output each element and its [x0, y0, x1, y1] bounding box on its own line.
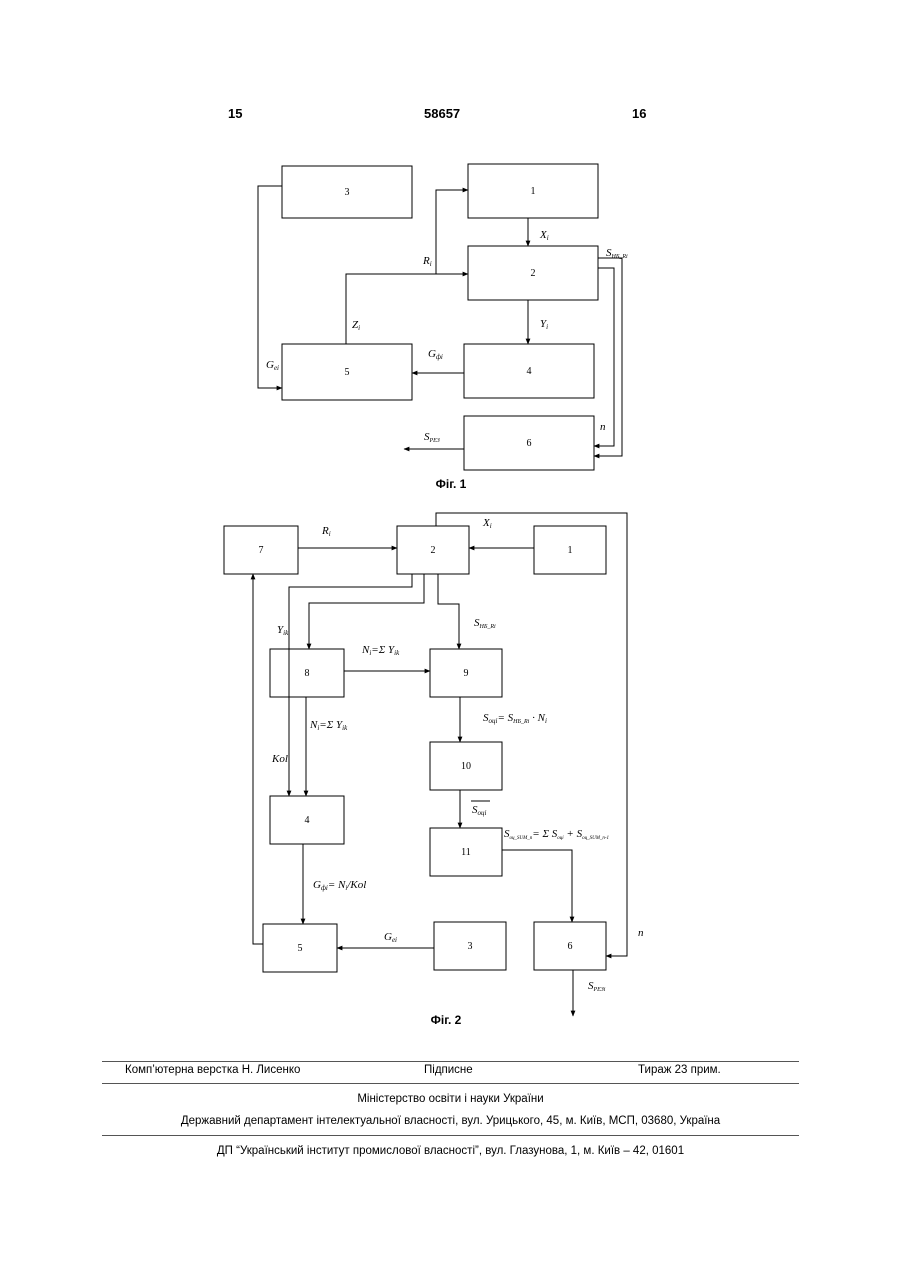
footer-rule-top: [102, 1061, 799, 1062]
fig2-block-7-label: 7: [259, 545, 264, 556]
fig2-label-g-e: Gei: [384, 931, 397, 944]
fig2-label-n-left: Ni=Σ Yik: [309, 719, 348, 732]
fig1-label-g-phi: Gфi: [428, 348, 443, 361]
fig2-label-n-top: Ni=Σ Yik: [361, 644, 400, 657]
fig2-arrow-2-to-9: [438, 574, 459, 649]
footer-ministry: Міністерство освіти і науки України: [0, 1093, 901, 1105]
fig1-label-n: n: [600, 421, 606, 433]
footer-rule-middle: [102, 1083, 799, 1084]
fig1-label-z: Zi: [352, 319, 360, 332]
footer-circulation: Тираж 23 прим.: [638, 1064, 721, 1076]
fig2-arrow-11-to-6: [502, 850, 572, 922]
fig1-arrow-5-to-1: [436, 190, 468, 274]
fig2-block-10-label: 10: [461, 761, 471, 772]
fig2-label-s-nb: SНБ_Ri: [474, 617, 496, 630]
fig1-label-r: Ri: [422, 255, 432, 268]
footer-composer: Комп’ютерна верстка Н. Лисенко: [125, 1064, 300, 1076]
fig2-label-x: Xi: [482, 517, 492, 530]
fig2-arrow-2-to-6-n: [436, 513, 627, 956]
fig1-label-s-nb: SНБ_Ri: [606, 247, 628, 260]
fig2-label-s-oc: Sоці= SНБ_Ri · Ni: [483, 712, 547, 725]
footer-rule-bottom: [102, 1135, 799, 1136]
fig2-arrow-2-to-8: [309, 574, 424, 649]
fig2-block-5-label: 5: [298, 943, 303, 954]
fig2-block-2-label: 2: [431, 545, 436, 556]
fig2-block-9-label: 9: [464, 668, 469, 679]
fig2-block-6-label: 6: [568, 941, 573, 952]
fig2-label-s-sum: Sоц_SUM_n= Σ Sоці + Sоц_SUM_n-1: [504, 828, 609, 841]
fig2-block-4-label: 4: [305, 815, 310, 826]
fig2-block-3-label: 3: [468, 941, 473, 952]
fig1-label-s-rez: SРЕЗ: [424, 431, 440, 444]
fig1-caption: Фіг. 1: [436, 477, 467, 491]
fig2-block-1-label: 1: [568, 545, 573, 556]
fig1-block-6-label: 6: [527, 438, 532, 449]
footer-institute: ДП “Український інститут промислової вла…: [0, 1145, 901, 1157]
fig2-label-s-rez: SРЕЗі: [588, 980, 606, 993]
footer-department: Державний департамент інтелектуальної вл…: [0, 1115, 901, 1127]
figure-2: 7 2 1 8 9 10 4 11 5 3 6: [224, 513, 644, 1027]
footer-signed: Підписне: [424, 1064, 473, 1076]
fig2-arrow-5-to-7: [253, 574, 263, 944]
fig1-label-g-e: Gei: [266, 359, 279, 372]
fig2-block-11-label: 11: [461, 847, 471, 858]
fig1-block-3-label: 3: [345, 187, 350, 198]
fig2-label-s-oc-bar: Sоці: [472, 804, 487, 817]
fig2-label-g-phi: Gфi= Ni/Kol: [313, 879, 366, 892]
fig1-label-x: Xi: [539, 229, 549, 242]
fig1-label-y: Yi: [540, 318, 548, 331]
fig2-caption: Фіг. 2: [431, 1013, 462, 1027]
figure-1: 3 1 2 5 4 6 Xi Ri Yi Zi Gфi Gei SНБ_Ri n…: [258, 164, 628, 491]
fig2-label-kol: Kol: [271, 753, 288, 765]
fig1-arrow-5-to-2: [346, 274, 468, 344]
fig1-block-4-label: 4: [527, 366, 532, 377]
fig2-label-r: Ri: [321, 525, 331, 538]
fig1-block-2-label: 2: [531, 268, 536, 279]
fig2-arrow-2-to-4: [289, 574, 412, 796]
fig1-block-5-label: 5: [345, 367, 350, 378]
fig2-label-y: Yik: [277, 624, 289, 637]
fig1-arrow-n-to-6: [594, 268, 614, 446]
fig2-label-n: n: [638, 927, 644, 939]
fig1-arrow-3-to-5: [258, 186, 282, 388]
fig1-block-1-label: 1: [531, 186, 536, 197]
fig2-block-8-label: 8: [305, 668, 310, 679]
